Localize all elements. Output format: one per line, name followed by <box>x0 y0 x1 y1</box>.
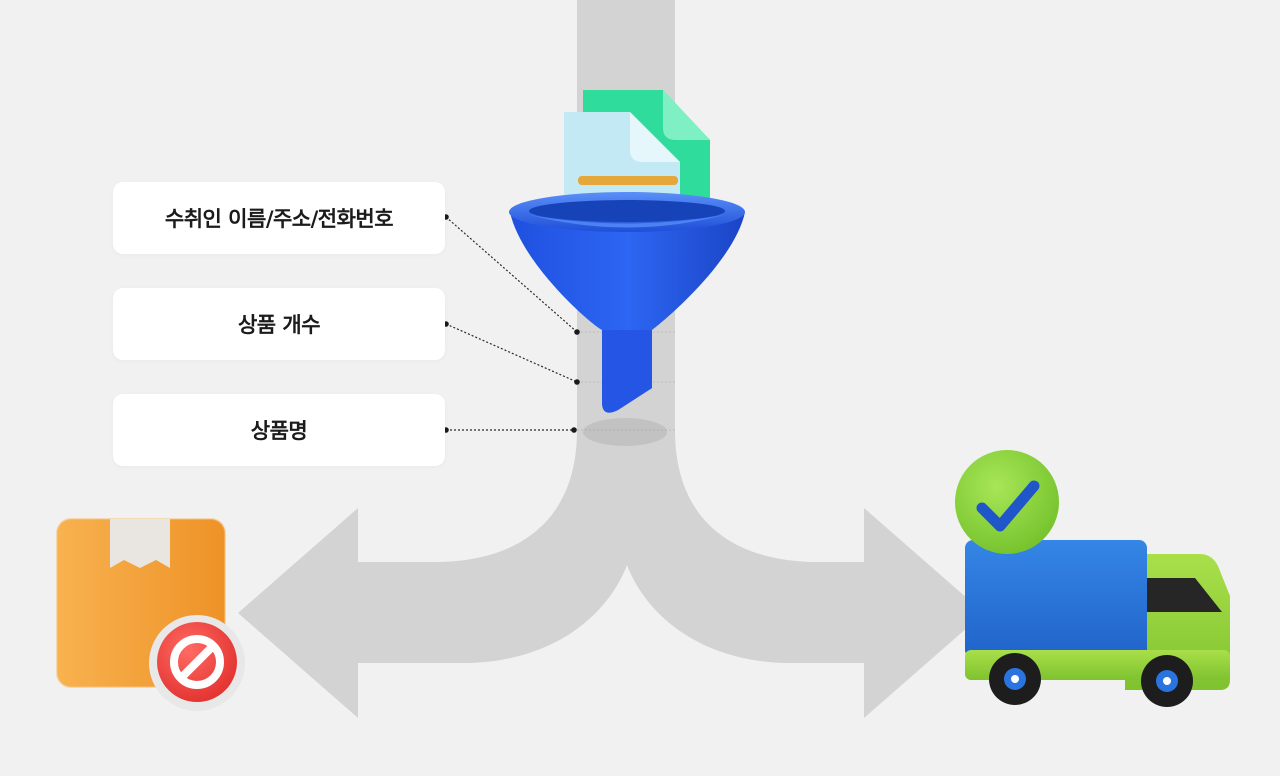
connector-quantity <box>445 323 578 383</box>
funnel-icon <box>509 90 745 446</box>
connector-recipient <box>445 216 578 333</box>
label-recipient-info: 수취인 이름/주소/전화번호 <box>113 182 445 254</box>
label-product-name: 상품명 <box>113 394 445 466</box>
label-product-quantity-text: 상품 개수 <box>237 313 321 337</box>
delivery-truck-check-icon <box>955 450 1230 707</box>
label-product-quantity: 상품 개수 <box>113 288 445 360</box>
flow-path <box>238 0 984 718</box>
package-prohibited-icon <box>56 518 245 711</box>
label-recipient-info-text: 수취인 이름/주소/전화번호 <box>164 207 394 231</box>
connector-lines <box>445 216 578 431</box>
label-product-name-text: 상품명 <box>250 419 308 443</box>
